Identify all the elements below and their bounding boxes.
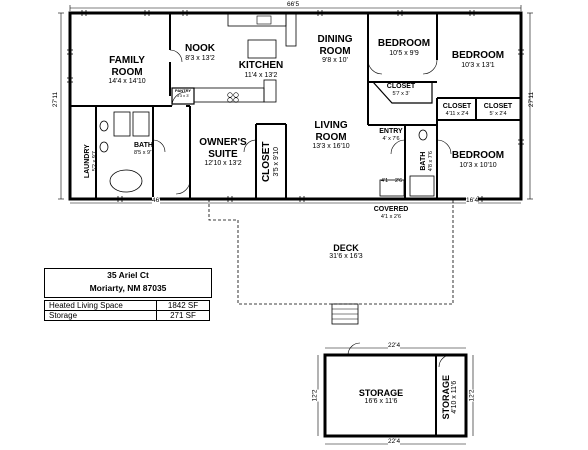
bedroom2-name: BEDROOM [451,50,505,61]
front-left-dim-label: 46' [152,197,161,204]
dining-room-name: DINING ROOM [317,34,353,57]
covered-depth-label: 2'6 [395,178,403,184]
deck-size: 31'6 x 16'3 [329,253,363,261]
bath2-name: BATH [419,151,427,171]
pantry-label: PANTRY 3'3 x 3' [172,88,194,98]
kitchen-size: 11'4 x 13'2 [244,71,278,79]
owners-suite-size: 12'10 x 13'2 [204,160,242,167]
bedroom1-closet-size: 5'7 x 3' [392,91,410,98]
sf-value: 271 SF [156,310,210,321]
nook-label: NOOK 8'3 x 13'2 [180,43,220,63]
storage-small-size: 4'10 x 11'6 [451,380,459,414]
overall-width-label: 66'5 [287,1,300,8]
bath1-name: BATH [134,142,153,149]
bedroom2-label: BEDROOM 10'3 x 13'1 [444,50,512,70]
address-box: 35 Ariel Ct Moriarty, NM 87035 [44,268,212,298]
entry-name: ENTRY [379,128,403,135]
sf-label: Heated Living Space [44,300,157,311]
dining-room-label: DINING ROOM 9'8 x 10' [310,34,360,65]
family-room-size: 14'4 x 14'10 [108,78,146,85]
family-room-name: FAMILY ROOM [109,55,145,78]
bedroom1-label: BEDROOM 10'5 x 9'9 [374,38,434,58]
storage-bottom-dim-label: 22'4 [388,438,401,445]
deck-name: DECK [333,243,359,253]
right-depth-label: 27'11 [528,91,536,108]
kitchen-label: KITCHEN 11'4 x 13'2 [238,60,284,80]
kitchen-name: KITCHEN [238,60,284,71]
laundry-size: 5'2 x 9'7 [91,151,98,172]
living-room-label: LIVING ROOM 13'3 x 16'10 [300,120,362,151]
entry-size: 4' x 7'6 [382,136,400,143]
covered-label: COVERED 4'1 x 2'6 [368,206,414,220]
nook-name: NOOK [185,43,215,54]
pantry-size: 3'3 x 3' [176,92,190,98]
owners-closet-label: CLOSET 3'5 x 9'10 [261,130,281,194]
closet-a-name: CLOSET [442,103,472,110]
living-room-size: 13'3 x 16'10 [312,143,350,150]
bedroom1-closet-name: CLOSET [386,83,416,90]
covered-width-label: 4'1 [381,178,389,184]
dining-room-size: 9'8 x 10' [322,57,348,64]
left-depth-label: 27'11 [52,91,60,108]
address-line1: 35 Ariel Ct [107,270,149,280]
living-room-name: LIVING ROOM [314,120,348,143]
covered-size: 4'1 x 2'6 [380,214,402,221]
pantry-name: PANTRY [175,88,191,93]
sf-value: 1842 SF [156,300,210,311]
closet-a-label: CLOSET 4'11 x 2'4 [440,103,474,117]
entry-label: ENTRY 4' x 7'6 [374,128,408,142]
owners-suite-label: OWNER'S SUITE 12'10 x 13'2 [193,137,253,168]
bedroom1-size: 10'5 x 9'9 [389,49,419,57]
storage-small-label: STORAGE 4'10 x 11'6 [441,367,459,427]
square-footage-table: Heated Living Space 1842 SF Storage 271 … [44,300,210,321]
storage-main-size: 16'6 x 11'6 [364,398,398,406]
bath2-size: 4'8 x 7'6 [427,151,434,172]
owners-suite-name: OWNER'S SUITE [199,137,247,160]
storage-building-wall [323,353,468,438]
storage-main-label: STORAGE 16'6 x 11'6 [346,388,416,406]
laundry-label: LAUNDRY 5'2 x 9'7 [84,138,98,184]
bedroom2-size: 10'3 x 13'1 [461,61,495,69]
bedroom3-size: 10'3 x 10'10 [459,161,497,169]
closet-b-name: CLOSET [483,103,513,110]
address-line2: Moriarty, NM 87035 [89,283,167,293]
covered-name: COVERED [373,206,409,213]
deck-outline [208,199,454,305]
storage-left-dim-label: 12'2 [311,389,319,402]
laundry-name: LAUNDRY [83,144,91,179]
kitchen-island [247,39,277,59]
deck-label: DECK 31'6 x 16'3 [318,243,374,261]
bath1-label: BATH 8'5 x 9'7 [134,142,155,157]
storage-main-name: STORAGE [358,388,404,398]
family-room-label: FAMILY ROOM 14'4 x 14'10 [98,55,156,86]
nook-size: 8'3 x 13'2 [185,54,215,62]
closet-b-label: CLOSET 5' x 2'4 [478,103,518,117]
bedroom3-name: BEDROOM [451,150,505,161]
front-right-dim-label: 16'4 [466,197,479,204]
owners-closet-name: CLOSET [261,141,273,183]
bedroom1-closet-label: CLOSET 5'7 x 3' [384,83,418,97]
bedroom1-name: BEDROOM [377,38,431,49]
sf-row: Heated Living Space 1842 SF [44,300,210,311]
bedroom3-label: BEDROOM 10'3 x 10'10 [446,150,510,170]
bath2-label: BATH 4'8 x 7'6 [420,144,434,178]
storage-small-name: STORAGE [440,375,451,420]
closet-b-size: 5' x 2'4 [489,111,507,118]
closet-a-size: 4'11 x 2'4 [445,111,469,118]
owners-closet-size: 3'5 x 9'10 [272,147,280,177]
sf-label: Storage [44,310,157,321]
bath1-size: 8'5 x 9'7 [134,150,155,157]
storage-right-dim-label: 12'2 [468,389,476,402]
storage-top-dim-label: 22'4 [388,342,401,349]
sf-row: Storage 271 SF [44,310,210,321]
